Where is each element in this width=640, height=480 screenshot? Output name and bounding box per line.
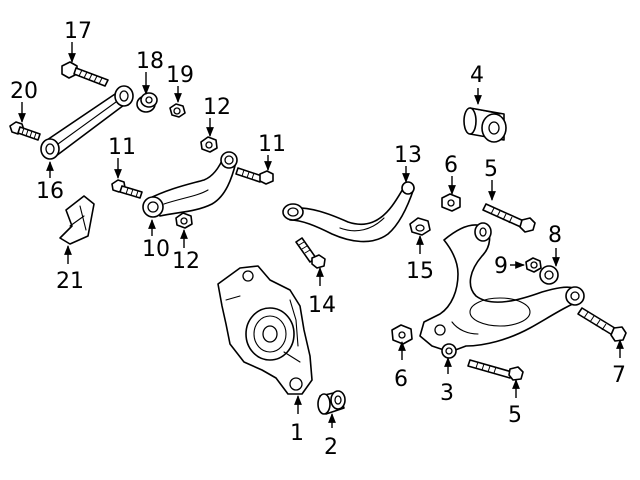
callout-8: 8 xyxy=(548,223,562,248)
part-6-bushing-upper xyxy=(441,193,461,212)
part-3-lower-control-arm xyxy=(419,222,585,359)
part-5-bolt-upper xyxy=(482,203,536,233)
callout-16: 16 xyxy=(36,179,64,204)
callout-21: 21 xyxy=(56,269,84,294)
callout-14: 14 xyxy=(308,293,336,318)
callout-15: 15 xyxy=(406,259,434,284)
part-14-bolt xyxy=(295,237,326,269)
part-12-nut-lower xyxy=(175,212,193,229)
callout-9: 9 xyxy=(494,254,508,279)
callout-2: 2 xyxy=(324,435,338,460)
callout-5-upper: 5 xyxy=(484,157,498,182)
part-18-bushing xyxy=(136,92,158,113)
part-11-bolt-right xyxy=(235,167,274,185)
part-10-control-arm xyxy=(142,151,238,218)
callout-11-right: 11 xyxy=(258,132,286,157)
part-20-bolt xyxy=(9,121,41,141)
callout-17: 17 xyxy=(64,19,92,44)
part-9-nut xyxy=(525,257,542,273)
part-5-bolt-lower xyxy=(467,359,524,381)
callout-19: 19 xyxy=(166,63,194,88)
part-4-bushing xyxy=(463,107,507,143)
part-19-nut xyxy=(169,103,186,118)
part-12-nut-upper xyxy=(200,136,218,153)
part-7-bolt xyxy=(577,307,627,342)
part-21-shield xyxy=(59,195,95,245)
callout-3: 3 xyxy=(440,381,454,406)
callout-labels: 17 18 19 20 12 11 11 16 10 12 21 13 14 1… xyxy=(10,19,626,460)
callout-12-lower: 12 xyxy=(172,249,200,274)
callout-5-lower: 5 xyxy=(508,403,522,428)
part-8-bushing xyxy=(539,265,559,285)
callout-7: 7 xyxy=(612,363,626,388)
part-2-bushing xyxy=(317,390,346,415)
part-17-bolt xyxy=(61,61,109,87)
part-15-nut xyxy=(409,217,431,236)
callout-18: 18 xyxy=(136,49,164,74)
leader-lines xyxy=(18,42,624,428)
callout-6-lower: 6 xyxy=(394,367,408,392)
part-11-bolt-left xyxy=(111,179,143,199)
callout-6-upper: 6 xyxy=(444,153,458,178)
part-6-bushing-lower xyxy=(391,324,413,345)
part-1-knuckle xyxy=(217,265,313,395)
callout-12-upper: 12 xyxy=(203,95,231,120)
callout-10: 10 xyxy=(142,237,170,262)
part-13-upper-arm xyxy=(282,181,415,243)
callout-4: 4 xyxy=(470,63,484,88)
part-16-link-arm xyxy=(40,85,134,160)
callout-13: 13 xyxy=(394,143,422,168)
callout-20: 20 xyxy=(10,79,38,104)
callout-11-left: 11 xyxy=(108,135,136,160)
callout-1: 1 xyxy=(290,421,304,446)
